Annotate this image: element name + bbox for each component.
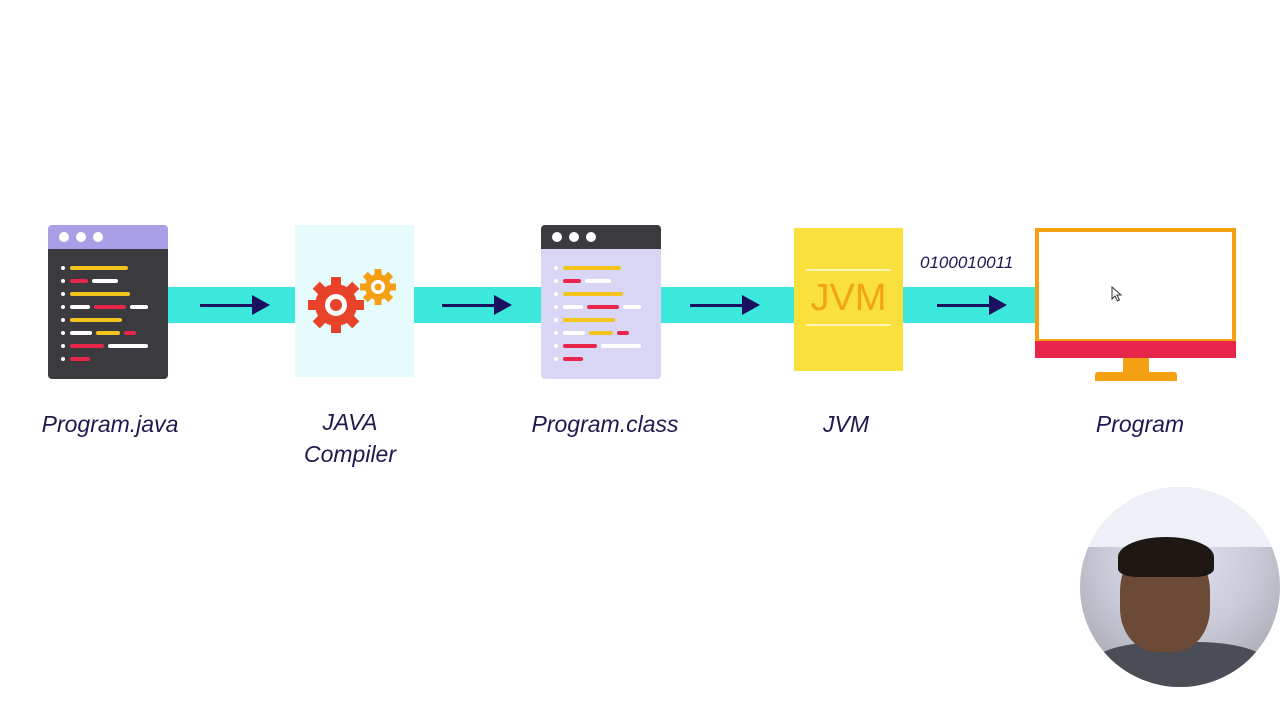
compiler-card	[295, 225, 414, 377]
cursor-icon	[1111, 286, 1123, 302]
label-program-class: Program.class	[531, 411, 679, 437]
arrow-jvm-to-program	[937, 295, 1007, 315]
label-java-compiler-line2: Compiler	[303, 441, 397, 467]
jvm-icon	[794, 228, 903, 371]
arrow-java-to-compiler	[200, 295, 270, 315]
gears-icon	[308, 269, 396, 333]
label-program-java: Program.java	[41, 411, 179, 437]
label-jvm: JVM	[823, 411, 869, 437]
arrow-class-to-jvm	[690, 295, 760, 315]
code-window-icon	[541, 225, 661, 379]
label-program: Program	[1095, 411, 1185, 437]
label-java-compiler-line1: JAVA	[322, 409, 378, 435]
webcam-overlay	[1080, 487, 1280, 687]
bytecode-label: 0100010011	[920, 253, 1014, 272]
arrow-compiler-to-class	[442, 295, 512, 315]
code-window-icon	[48, 225, 168, 379]
monitor-icon	[1035, 228, 1236, 383]
jvm-icon-text: JVM	[810, 277, 887, 319]
